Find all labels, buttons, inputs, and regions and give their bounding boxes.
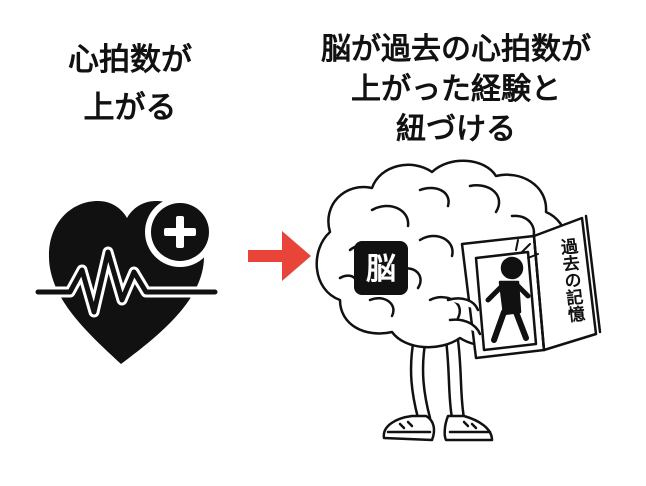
brain-memory-caption-line2: 上がった経験と — [351, 72, 561, 107]
arrow-right-icon — [248, 231, 311, 281]
brain-memory-caption-line3: 紐づける — [396, 112, 516, 147]
brain-label: 脳 — [366, 252, 396, 287]
brain-hand-right — [448, 318, 482, 336]
brain-reading-book-illustration — [315, 159, 602, 442]
heart-rate-caption-line2: 上がる — [83, 90, 177, 126]
brain-hand-left — [446, 297, 480, 312]
heart-rate-caption: 心拍数が 上がる — [30, 36, 230, 132]
brain-label-badge: 脳 — [354, 241, 408, 295]
heart-pulse-plus-icon — [32, 197, 221, 364]
brain-legs — [409, 336, 466, 420]
brain-memory-caption-line1: 脳が過去の心拍数が — [321, 32, 591, 67]
memory-book — [460, 214, 602, 360]
heart-rate-caption-line1: 心拍数が — [68, 42, 192, 78]
brain-shoes — [382, 414, 494, 442]
frightened-person-icon — [485, 256, 531, 343]
brain-memory-caption: 脳が過去の心拍数が 上がった経験と 紐づける — [280, 30, 632, 150]
